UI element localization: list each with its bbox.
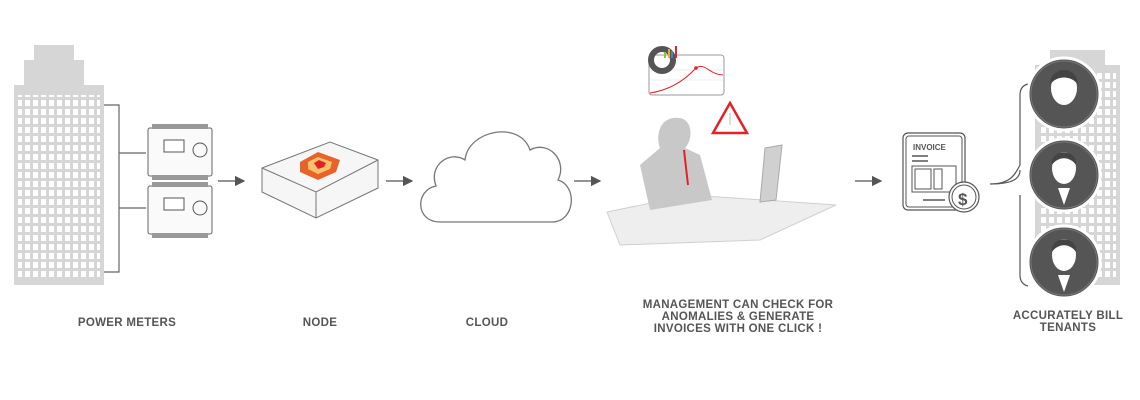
power-meters-icon	[147, 124, 213, 238]
node-icon	[261, 141, 379, 219]
tenant-avatar-woman	[1026, 56, 1102, 132]
building-icon	[14, 45, 104, 285]
warning-icon	[710, 100, 750, 135]
label-tenants: ACCURATELY BILL TENANTS	[1003, 310, 1133, 334]
tenant-avatar-man-2	[1026, 224, 1102, 300]
management-icon	[606, 46, 837, 246]
label-management: MANAGEMENT CAN CHECK FOR ANOMALIES & GEN…	[628, 299, 848, 335]
label-management-line-2: ANOMALIES & GENERATE	[661, 311, 815, 323]
chart-card-icon	[648, 46, 725, 96]
label-power-meters: POWER METERS	[77, 317, 177, 329]
connector-bracket	[104, 104, 146, 273]
label-tenants-line-1: ACCURATELY BILL	[1012, 310, 1124, 322]
label-node: NODE	[302, 317, 338, 329]
label-management-line-3: INVOICES WITH ONE CLICK !	[653, 323, 823, 335]
svg-text:$: $	[958, 190, 968, 209]
cloud-icon	[420, 131, 572, 223]
label-tenants-line-2: TENANTS	[1039, 322, 1097, 334]
invoice-icon: INVOICE $	[902, 132, 980, 213]
invoice-title: INVOICE	[913, 143, 947, 152]
tenant-bracket	[989, 83, 1029, 287]
label-cloud: CLOUD	[465, 317, 509, 329]
tenant-avatar-man-1	[1026, 137, 1102, 213]
label-management-line-1: MANAGEMENT CAN CHECK FOR	[642, 299, 834, 311]
